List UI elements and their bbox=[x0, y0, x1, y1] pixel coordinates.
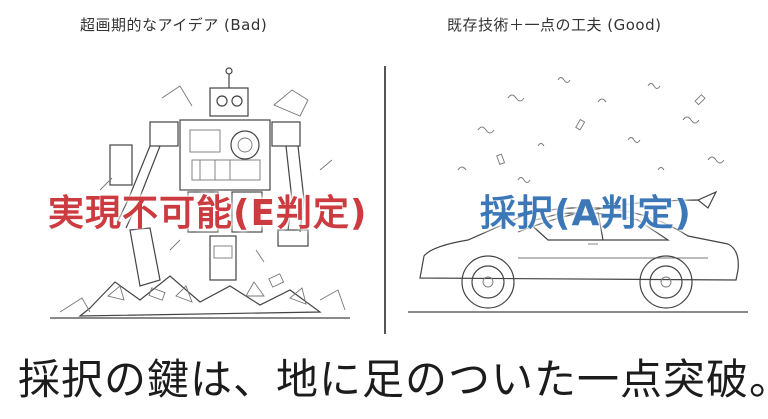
infeasible-stamp: 実現不可能(E判定) bbox=[48, 193, 368, 234]
good-heading: 既存技術＋一点の工夫 (Good) bbox=[447, 16, 662, 34]
crumbling-robot-illustration bbox=[50, 67, 350, 319]
accepted-stamp: 採択(A判定) bbox=[480, 193, 692, 234]
car-confetti-illustration bbox=[408, 77, 748, 313]
bottom-message: 採択の鍵は、地に足のついた一点突破。 bbox=[18, 355, 768, 404]
bad-heading: 超画期的なアイデア (Bad) bbox=[80, 16, 268, 34]
center-divider bbox=[384, 66, 386, 334]
